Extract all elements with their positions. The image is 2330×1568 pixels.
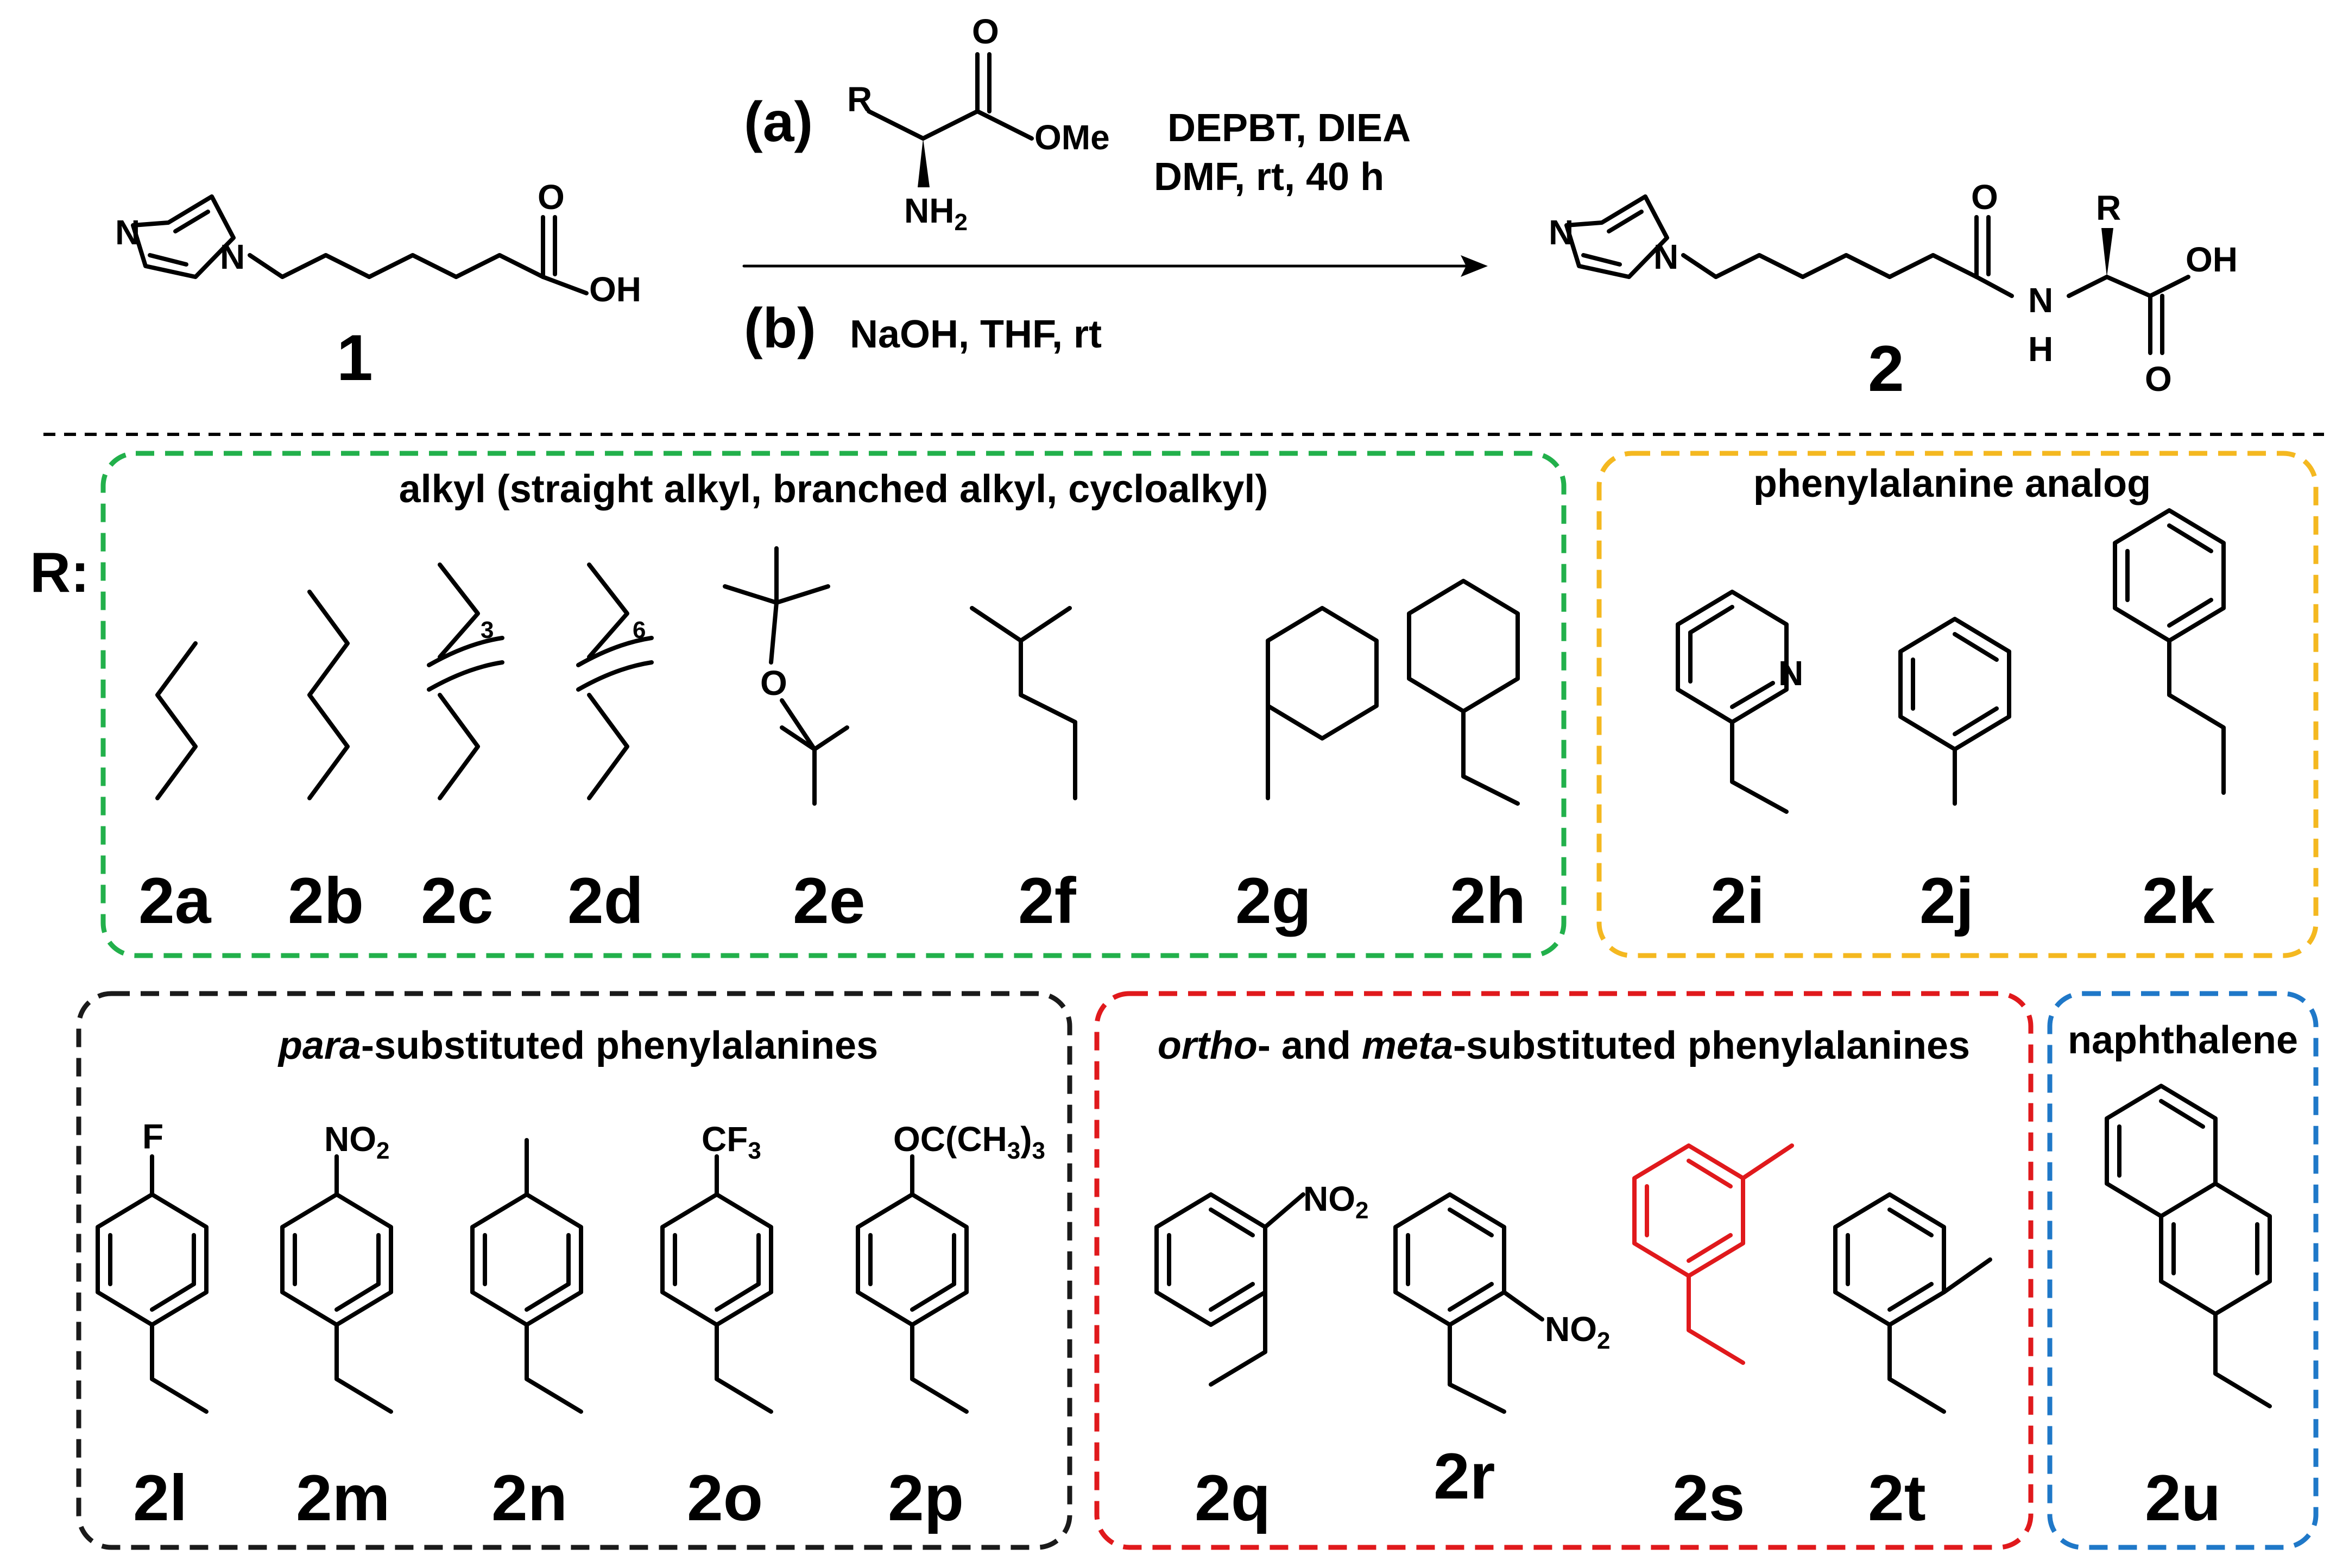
compound-2-n1-atom: N xyxy=(1653,237,1678,276)
step-a-label: (a) xyxy=(744,91,813,154)
compound-2s-structure-highlighted xyxy=(1632,1143,1794,1365)
para-cf3-substituent: CF3 xyxy=(702,1120,761,1164)
compound-label-2f: 2f xyxy=(1018,864,1077,937)
ortho-meta-structures xyxy=(1154,1192,1992,1414)
compound-label-2i: 2i xyxy=(1710,864,1765,937)
compound-2-oh: OH xyxy=(2186,240,2238,279)
amino-ester-ome: OMe xyxy=(1034,118,1110,157)
repeat-count-2c: 3 xyxy=(481,617,494,643)
para-f-substituent: F xyxy=(142,1117,163,1156)
compound-2-n-atom: N xyxy=(1549,213,1574,252)
compound-label-2l: 2l xyxy=(133,1462,187,1534)
para-no2-substituent: NO2 xyxy=(324,1120,389,1164)
para-structures xyxy=(96,1138,969,1414)
compound-1-oh-atom: OH xyxy=(589,270,641,309)
para-group-box xyxy=(76,991,1072,1550)
amino-ester-o: O xyxy=(972,12,999,51)
compound-label-2m: 2m xyxy=(296,1462,390,1534)
compound-2-label: 2 xyxy=(1868,332,1904,405)
compound-label-2c: 2c xyxy=(421,864,493,937)
ether-o-2e: O xyxy=(760,663,787,703)
compound-2-o-atom: O xyxy=(1971,178,1998,217)
compound-2-structure xyxy=(1564,194,2190,355)
compound-label-2g: 2g xyxy=(1235,864,1311,937)
step-b-label: (b) xyxy=(744,297,816,360)
compound-label-2k: 2k xyxy=(2142,864,2215,937)
reagents-text: DEPBT, DIEA xyxy=(1167,106,1411,150)
compound-label-2r: 2r xyxy=(1434,1440,1495,1513)
phe-analog-box xyxy=(1596,451,2319,958)
compound-label-2j: 2j xyxy=(1919,864,1974,937)
step-b-conditions: NaOH, THF, rt xyxy=(850,313,1102,356)
ortho-meta-group-title: ortho- and meta-substituted phenylalanin… xyxy=(1158,1024,1970,1067)
r-group-label: R: xyxy=(30,541,90,604)
compound-1-n-atom: N xyxy=(115,213,140,252)
compound-2-o2: O xyxy=(2145,359,2172,399)
amino-ester-structure xyxy=(867,52,1034,187)
compound-1-o-atom: O xyxy=(538,178,565,217)
alkyl-structures xyxy=(155,546,1520,806)
compound-2-r: R xyxy=(2096,188,2121,227)
compound-2-nh-h: H xyxy=(2028,330,2053,369)
compound-1-structure xyxy=(131,194,589,295)
compound-label-2t: 2t xyxy=(1868,1462,1926,1534)
compound-label-2o: 2o xyxy=(687,1462,763,1534)
solvent-text: DMF, rt, 40 h xyxy=(1154,155,1384,199)
alkyl-group-title: alkyl (straight alkyl, branched alkyl, c… xyxy=(399,467,1268,511)
compound-1-label: 1 xyxy=(337,321,373,394)
compound-label-2d: 2d xyxy=(567,864,643,937)
naphthalene-group-title: naphthalene xyxy=(2068,1019,2298,1062)
compound-label-2a: 2a xyxy=(138,864,212,937)
compound-label-2b: 2b xyxy=(288,864,364,937)
compound-2-nh-n: N xyxy=(2028,281,2053,320)
compound-label-2q: 2q xyxy=(1195,1462,1271,1534)
para-otbu-substituent: OC(CH3)3 xyxy=(893,1120,1045,1164)
meta-no2-substituent: NO2 xyxy=(1303,1179,1368,1224)
amino-ester-nh2: NH2 xyxy=(904,191,968,236)
naphthalene-group-box xyxy=(2047,991,2319,1550)
naphthalene-structure xyxy=(2105,1084,2272,1408)
compound-label-2s: 2s xyxy=(1672,1462,1745,1534)
repeat-count-2d: 6 xyxy=(633,617,646,643)
compound-label-2n: 2n xyxy=(491,1462,567,1534)
ortho-no2-substituent: NO2 xyxy=(1545,1310,1610,1354)
compound-label-2h: 2h xyxy=(1450,864,1526,937)
ortho-meta-group-box xyxy=(1094,991,2034,1550)
compound-label-2p: 2p xyxy=(888,1462,964,1534)
pyridine-n-2i: N xyxy=(1778,654,1803,693)
para-group-title: para-substituted phenylalanines xyxy=(277,1024,878,1067)
reaction-arrow xyxy=(742,255,1488,277)
compound-1-n1-atom: N xyxy=(220,237,245,276)
amino-ester-r: R xyxy=(847,80,872,119)
compound-label-2e: 2e xyxy=(793,864,865,937)
phe-analog-title: phenylalanine analog xyxy=(1753,462,2151,505)
phe-analog-structures xyxy=(1676,508,2226,814)
compound-label-2u: 2u xyxy=(2145,1462,2221,1534)
